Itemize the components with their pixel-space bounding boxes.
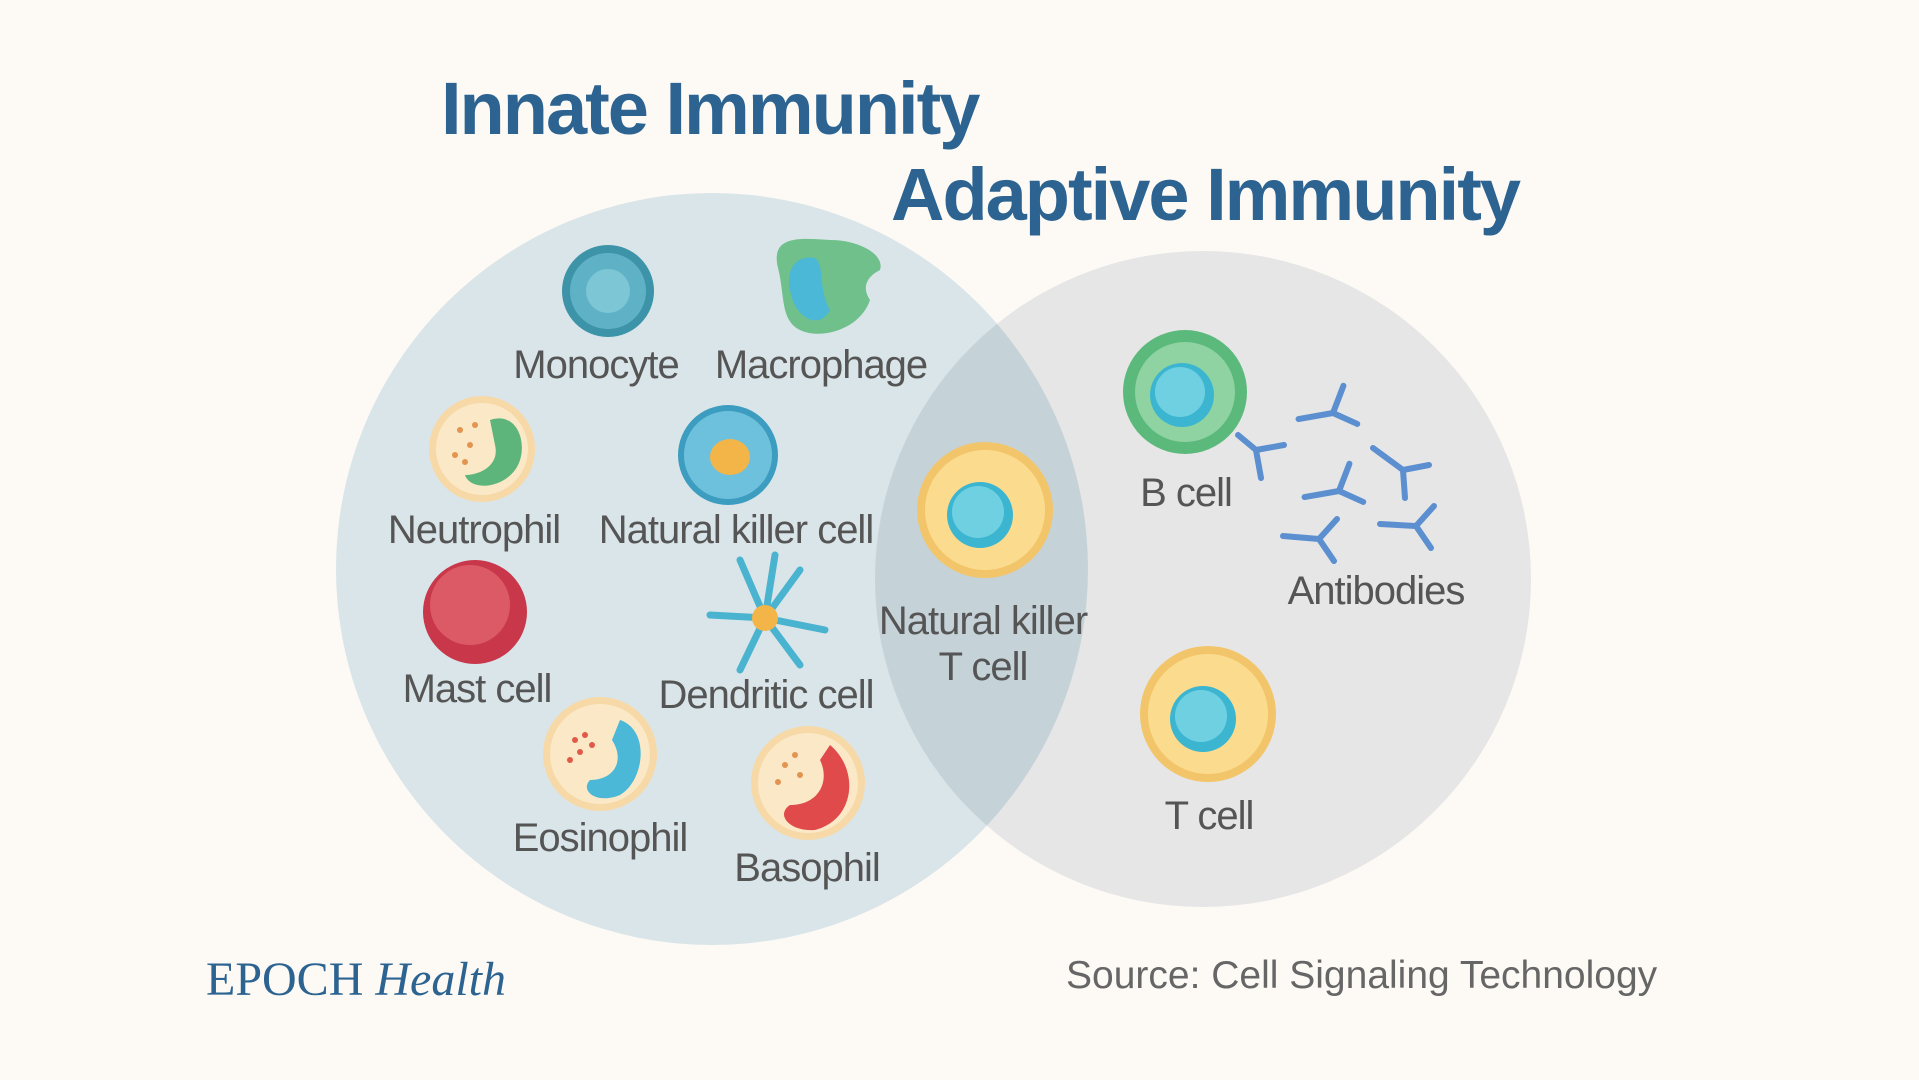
natural-killer-cell-icon bbox=[678, 405, 778, 505]
label-natural-killer-cell: Natural killer cell bbox=[598, 508, 874, 552]
label-monocyte: Monocyte bbox=[513, 343, 679, 387]
neutrophil-icon bbox=[429, 396, 535, 502]
adaptive-circle bbox=[875, 251, 1531, 907]
adaptive-immunity-title: Adaptive Immunity bbox=[891, 153, 1521, 236]
label-eosinophil: Eosinophil bbox=[512, 816, 689, 860]
dendritic-cell-icon bbox=[706, 551, 829, 674]
label-mast-cell: Mast cell bbox=[402, 667, 553, 711]
innate-immunity-title: Innate Immunity bbox=[441, 67, 980, 150]
logo-section: Health bbox=[375, 953, 506, 1006]
label-dendritic-cell: Dendritic cell bbox=[658, 673, 875, 717]
macrophage-icon bbox=[776, 238, 881, 334]
antibodies-icon bbox=[1235, 382, 1437, 564]
label-macrophage: Macrophage bbox=[714, 343, 928, 387]
label-t-cell: T cell bbox=[1164, 794, 1255, 838]
mast-cell-icon bbox=[423, 560, 527, 664]
label-b-cell: B cell bbox=[1140, 471, 1233, 515]
eosinophil-icon bbox=[543, 697, 657, 811]
natural-killer-t-cell-icon bbox=[917, 442, 1053, 578]
label-natural-killer-t-cell: Natural killer T cell bbox=[878, 598, 1088, 690]
logo-brand: EPOCH bbox=[206, 953, 364, 1006]
nkt-line-2: T cell bbox=[938, 645, 1029, 689]
epoch-health-logo: EPOCH Health bbox=[206, 952, 506, 1007]
label-neutrophil: Neutrophil bbox=[387, 508, 561, 552]
source-credit: Source: Cell Signaling Technology bbox=[1066, 954, 1658, 997]
label-antibodies: Antibodies bbox=[1287, 569, 1466, 613]
innate-circle bbox=[336, 193, 1088, 945]
label-basophil: Basophil bbox=[734, 846, 880, 890]
monocyte-icon bbox=[562, 245, 654, 337]
b-cell-icon bbox=[1123, 330, 1247, 454]
t-cell-icon bbox=[1140, 646, 1276, 782]
basophil-icon bbox=[751, 726, 865, 840]
nkt-line-1: Natural killer bbox=[878, 599, 1088, 643]
